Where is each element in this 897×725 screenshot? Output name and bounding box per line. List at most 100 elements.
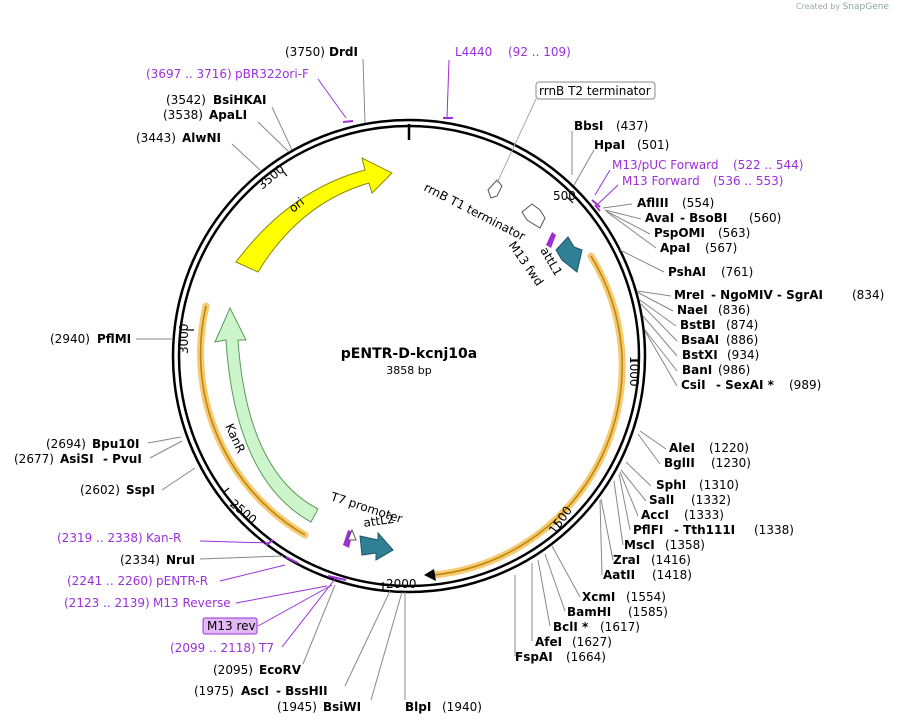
enzyme-bglii: BglII <box>664 456 695 470</box>
enzyme-mrei: MreI <box>674 288 704 302</box>
enzyme-asisi-suffix: - PvuI <box>103 452 142 466</box>
leader-t7 <box>281 578 336 648</box>
enzyme-sspi-pos: (2602) <box>80 483 120 497</box>
primer-marks <box>265 199 601 581</box>
enzyme-ecorv: EcoRV <box>259 663 302 677</box>
primer-m13puc: M13/pUC Forward <box>612 158 719 172</box>
enzyme-naei: NaeI <box>677 303 708 317</box>
primer-l4440: L4440 <box>455 45 492 59</box>
mark-m13puc <box>591 199 601 208</box>
enzyme-pspomi: PspOMI <box>654 226 705 240</box>
enzyme-apai-pos: (567) <box>705 241 737 255</box>
enzyme-sphi-pos: (1310) <box>699 478 739 492</box>
plasmid-length: 3858 bp <box>386 364 431 377</box>
leader-bamhi <box>544 553 566 612</box>
enzyme-asci-pos: (1975) <box>194 684 234 698</box>
kanr-feature-arrow <box>214 306 319 523</box>
enzyme-labels: (3750) DrdI (3542) BsiHKAI (3538) ApaLI … <box>14 45 884 714</box>
orf-line-left <box>199 305 306 536</box>
enzyme-asci-suffix: - BssHII <box>276 684 328 698</box>
leader-acci <box>619 471 639 517</box>
leader-ecorv <box>302 584 336 665</box>
leader-m13reverse <box>235 585 328 604</box>
enzyme-apai: ApaI <box>660 241 690 255</box>
leader-bsaai <box>640 303 678 342</box>
enzyme-avai-suffix: - BsoBI <box>680 211 727 225</box>
enzyme-alei: AleI <box>669 441 695 455</box>
enzyme-pflfi-pos: (1338) <box>754 523 794 537</box>
leader-bstxi <box>642 315 678 357</box>
rrnb-t1-label: rrnB T1 terminator <box>422 180 528 243</box>
enzyme-nrui: NruI <box>166 553 195 567</box>
leader-m13puc <box>594 169 611 196</box>
enzyme-asisi-pos: (2677) <box>14 452 54 466</box>
enzyme-aatii: AatII <box>603 568 635 582</box>
enzyme-pflmi: PflMI <box>97 332 131 346</box>
enzyme-pflfi: PflFI <box>633 523 663 537</box>
leader-sspi <box>161 467 196 491</box>
tick-2500-mark <box>222 487 230 494</box>
mark-m13fwd <box>594 204 601 212</box>
enzyme-bsihkai: BsiHKAI <box>213 93 267 107</box>
leader-bpu10i <box>147 436 182 444</box>
leader-naei <box>636 291 674 312</box>
primer-pbr322: pBR322ori-F <box>235 67 309 81</box>
m13-fwd-primer-arrow <box>546 232 556 248</box>
enzyme-asisi: AsiSI <box>60 452 94 466</box>
leader-drdi <box>362 58 366 124</box>
enzyme-xcmi-pos: (1554) <box>626 590 666 604</box>
leader-aatii <box>599 499 603 576</box>
tick-1000-label: 1000 <box>627 356 641 387</box>
leader-mrei <box>636 290 672 297</box>
leader-pspomi <box>605 210 651 235</box>
primer-m13fwd: M13 Forward <box>622 174 700 188</box>
rrnb-t1-arrow <box>521 203 546 229</box>
rrnb-t2-label: rrnB T2 terminator <box>539 84 651 98</box>
orf-arrow-right <box>424 569 436 581</box>
enzyme-afliii-pos: (554) <box>682 196 714 210</box>
enzyme-drdi-pos: (3750) <box>285 45 325 59</box>
backbone-outer <box>171 118 647 594</box>
enzyme-naei-pos: (836) <box>718 303 750 317</box>
primer-kanr-range: (2319 .. 2338) <box>57 531 143 545</box>
plasmid-name: pENTR-D-kcnj10a <box>341 346 477 362</box>
enzyme-pflfi-suffix: - Tth111I <box>674 523 735 537</box>
enzyme-hpai-pos: (501) <box>637 138 669 152</box>
enzyme-acci-pos: (1333) <box>684 508 724 522</box>
leader-bstbi <box>639 299 677 327</box>
tick-3000-label: 3000 <box>177 323 191 354</box>
enzyme-bstbi-pos: (874) <box>726 318 758 332</box>
enzyme-bani-pos: (986) <box>718 363 750 377</box>
primer-leaders <box>199 59 619 648</box>
primer-m13reverse: M13 Reverse <box>153 596 231 610</box>
leader-pentr-r <box>219 564 286 582</box>
primer-t7: T7 <box>258 641 274 655</box>
leader-asisi <box>149 440 183 459</box>
attl1-feature <box>555 236 583 273</box>
primer-m13rev: M13 rev <box>207 619 256 633</box>
primer-kanr: Kan-R <box>146 531 181 545</box>
leader-sali <box>620 469 647 502</box>
enzyme-blpi-pos: (1940) <box>442 700 482 714</box>
enzyme-mrei-suffix: - NgoMIV - SgrAI <box>711 288 823 302</box>
enzyme-blpi: BlpI <box>405 700 431 714</box>
tick-3500-mark <box>281 169 288 177</box>
enzyme-bamhi: BamHI <box>567 605 611 619</box>
primer-t7-range: (2099 .. 2118) <box>170 641 256 655</box>
enzyme-csii-suffix: - SexAI * <box>716 378 775 392</box>
leader-apai <box>606 211 657 249</box>
enzyme-bsaai-pos: (886) <box>726 333 758 347</box>
leader-bsihkai <box>271 106 293 151</box>
enzyme-bcli: BclI * <box>553 620 589 634</box>
snapgene-brand: SnapGene <box>842 2 889 12</box>
enzyme-pflmi-pos: (2940) <box>50 332 90 346</box>
enzyme-bpu10i-pos: (2694) <box>46 437 86 451</box>
tick-3500-label: 3500 <box>255 162 287 192</box>
t7-promoter-arrow <box>347 528 357 541</box>
primer-pentr-r-range: (2241 .. 2260) <box>67 574 153 588</box>
leader-m13rev <box>257 584 333 627</box>
tick-1500-mark <box>554 521 561 529</box>
enzyme-sali: SalI <box>649 493 674 507</box>
enzyme-pspomi-pos: (563) <box>718 226 750 240</box>
